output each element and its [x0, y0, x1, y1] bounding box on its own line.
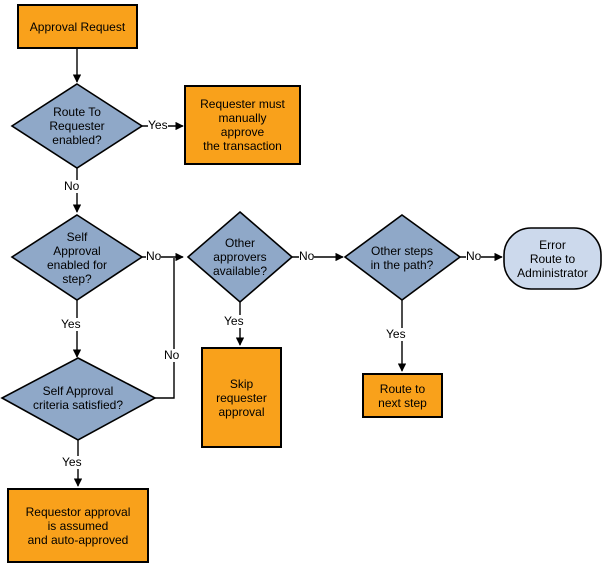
- edge-label-yes-other-approvers: Yes: [224, 314, 244, 328]
- edge-label-yes-criteria-satisfied: Yes: [62, 455, 82, 469]
- node-requester-must-manually-approve[interactable]: [184, 85, 301, 165]
- node-other-approvers-available[interactable]: [186, 210, 294, 304]
- node-route-to-requester-enabled[interactable]: [10, 83, 144, 169]
- node-error-route-to-administrator[interactable]: [503, 227, 602, 290]
- node-route-to-next-step[interactable]: [362, 373, 443, 418]
- edge-label-no-route-to-requester: No: [64, 179, 80, 193]
- edge-label-no-criteria-satisfied: No: [164, 348, 180, 362]
- edge-label-no-other-approvers: No: [299, 249, 315, 263]
- node-skip-requester-approval[interactable]: [201, 347, 282, 448]
- edge-criteria-no-up-to-junction: [155, 258, 175, 399]
- edge-label-yes-self-approval-enabled: Yes: [61, 317, 81, 331]
- node-approval-request[interactable]: [17, 4, 138, 49]
- node-requestor-approval-is-assumed[interactable]: [7, 488, 149, 563]
- node-self-approval-enabled-for-step[interactable]: [10, 214, 144, 301]
- edge-label-no-self-approval-enabled: No: [146, 249, 162, 263]
- edge-label-yes-route-to-requester: Yes: [148, 118, 168, 132]
- node-other-steps-in-the-path[interactable]: [343, 214, 462, 301]
- node-self-approval-criteria-satisfied[interactable]: [0, 357, 157, 441]
- edge-label-yes-other-steps: Yes: [386, 327, 406, 341]
- edge-label-no-other-steps: No: [466, 249, 482, 263]
